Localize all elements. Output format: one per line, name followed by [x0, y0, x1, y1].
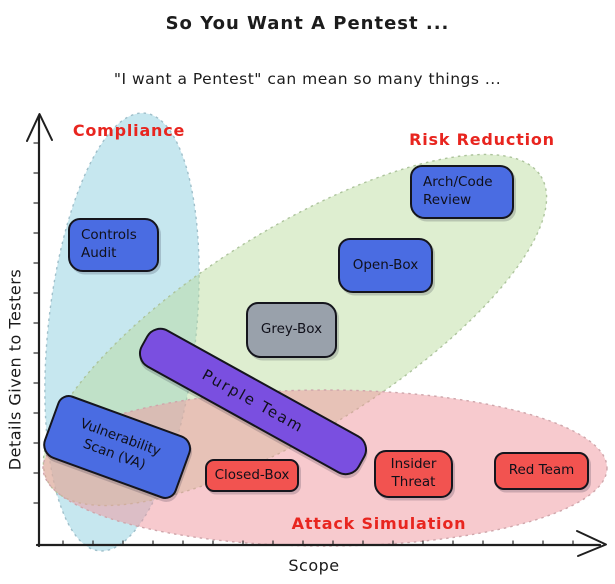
open-box-box: Open-Box [338, 238, 433, 293]
insider-threat-box: Insider Threat [374, 450, 453, 498]
y-axis-arrowhead-icon [26, 113, 53, 142]
red-team-box: Red Team [494, 452, 589, 490]
attack-simulation-region-label: Attack Simulation [291, 514, 467, 533]
closed-box-box: Closed-Box [205, 459, 299, 492]
box-label: Arch/Code [423, 174, 493, 191]
box-label: Open-Box [352, 256, 419, 273]
box-label: Audit [81, 245, 117, 261]
box-label: Red Team [508, 462, 575, 479]
box-label: Insider [390, 456, 437, 473]
compliance-region-label: Compliance [72, 121, 186, 140]
arch-code-review-box: Arch/Code Review [410, 165, 514, 219]
box-label: Controls [81, 227, 137, 244]
controls-audit-box: Controls Audit [68, 218, 159, 272]
box-label: Threat [391, 474, 436, 490]
box-label: Closed-Box [214, 466, 290, 483]
box-label: Grey-Box [260, 321, 323, 338]
risk-reduction-region-label: Risk Reduction [409, 130, 555, 149]
x-axis-arrowhead-icon [576, 530, 607, 557]
chart-title: So You Want A Pentest ... [165, 13, 450, 34]
x-axis-label: Scope [288, 556, 340, 575]
y-axis-label: Details Given to Testers [5, 268, 25, 471]
grey-box-box: Grey-Box [246, 302, 337, 358]
chart-subtitle: "I want a Pentest" can mean so many thin… [113, 70, 502, 88]
box-label: Review [423, 192, 472, 208]
